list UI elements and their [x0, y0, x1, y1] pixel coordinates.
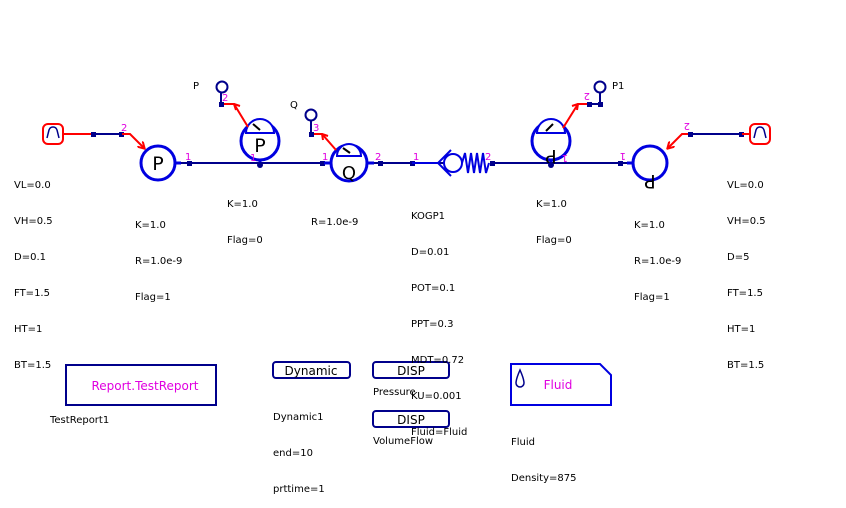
param: Flag=1: [634, 292, 670, 303]
source-left-params: VL=0.0 VH=0.5 D=0.1 FT=1.5 HT=1 BT=1.5: [14, 156, 53, 384]
source-right-params: VL=0.0 VH=0.5 D=5 FT=1.5 HT=1 BT=1.5: [727, 156, 766, 384]
param: R=1.0e-9: [311, 217, 359, 228]
param: KU=0.001: [411, 391, 462, 402]
fluid-title: Fluid: [544, 378, 573, 392]
disp-flow-block[interactable]: DISP: [372, 410, 450, 428]
param: MDT=0.72: [411, 355, 465, 366]
pump-right-params: K=1.0 R=1.0e-9 Flag=1: [634, 196, 681, 316]
disp-pressure-block[interactable]: DISP: [372, 361, 450, 379]
param: BT=1.5: [14, 360, 52, 371]
disp-pressure-caption: Pressure: [373, 387, 416, 398]
pressure-sensor-left-params: K=1.0 Flag=0: [227, 175, 263, 259]
signal-source-left[interactable]: [42, 123, 93, 145]
param: VL=0.0: [14, 180, 51, 191]
check-valve[interactable]: 1 2: [412, 149, 491, 177]
param: Flag=0: [536, 235, 572, 246]
dynamic-block[interactable]: Dynamic: [272, 361, 351, 379]
port-label: 1: [562, 152, 568, 163]
param: K=1.0: [536, 199, 567, 210]
signal-label-p1: P1: [612, 81, 625, 92]
dynamic-title: Dynamic: [285, 364, 338, 378]
pressure-sensor-right[interactable]: P 1 2: [530, 80, 607, 169]
param: Fluid: [511, 437, 535, 448]
param: K=1.0: [634, 220, 665, 231]
pressure-sensor-left[interactable]: P 1 2: [215, 80, 281, 169]
signal-label-p: P: [193, 81, 200, 92]
disp-title: DISP: [397, 364, 425, 378]
port-label: 2: [684, 120, 690, 131]
param: Density=875: [511, 473, 577, 484]
param: K=1.0: [135, 220, 166, 231]
port-label: 2: [121, 123, 127, 134]
report-title: Report.TestReport: [91, 379, 198, 393]
sensor-symbol: P: [545, 145, 556, 167]
port-label: 1: [413, 152, 419, 163]
param: KOGP1: [411, 211, 446, 222]
port-label: 1: [250, 153, 256, 164]
param: BT=1.5: [727, 360, 765, 371]
param: HT=1: [727, 324, 756, 335]
param: Dynamic1: [273, 412, 324, 423]
param: FT=1.5: [14, 288, 50, 299]
pump-symbol: P: [644, 170, 655, 192]
param: D=5: [727, 252, 750, 263]
schematic-canvas: 2 P 1 P 1 2 Q 1 2 3: [42, 80, 771, 428]
port-label: 2: [485, 152, 491, 163]
port-label: 1: [620, 150, 626, 161]
port-label: 2: [584, 90, 590, 101]
pressure-sensor-right-params: K=1.0 Flag=0: [536, 175, 572, 259]
param: VL=0.0: [727, 180, 764, 191]
param: end=10: [273, 448, 313, 459]
param: K=1.0: [227, 199, 258, 210]
dynamic-params: Dynamic1 end=10 prttime=1: [273, 388, 325, 508]
param: VH=0.5: [727, 216, 766, 227]
pump-left-params: K=1.0 R=1.0e-9 Flag=1: [135, 196, 182, 316]
signal-label-q: Q: [290, 100, 298, 111]
param: D=0.1: [14, 252, 46, 263]
report-caption: TestReport1: [50, 415, 110, 426]
sensor-symbol: Q: [342, 163, 356, 184]
port-label: 2: [375, 152, 381, 163]
fluid-params: Fluid Density=875: [511, 413, 576, 497]
disp-flow-caption: VolumeFlow: [373, 436, 434, 447]
report-block[interactable]: Report.TestReport: [65, 364, 217, 406]
disp-title: DISP: [397, 413, 425, 427]
port-label: 1: [185, 152, 191, 163]
fluid-block[interactable]: Fluid: [510, 363, 612, 406]
sensor-symbol: P: [254, 135, 265, 157]
port-label: 1: [322, 152, 328, 163]
param: R=1.0e-9: [634, 256, 682, 267]
param: Fluid=Fluid: [411, 427, 468, 438]
flow-sensor[interactable]: Q 1 2 3: [304, 108, 382, 185]
pump-left[interactable]: P 1: [139, 144, 191, 182]
port-label: 3: [313, 123, 319, 134]
param: prttime=1: [273, 484, 325, 495]
param: D=0.01: [411, 247, 450, 258]
param: PPT=0.3: [411, 319, 454, 330]
param: VH=0.5: [14, 216, 53, 227]
param: HT=1: [14, 324, 43, 335]
param: Flag=1: [135, 292, 171, 303]
flow-sensor-params: R=1.0e-9: [311, 193, 358, 241]
param: Flag=0: [227, 235, 263, 246]
signal-line-right[interactable]: 2: [668, 120, 744, 148]
pump-right[interactable]: P 1: [620, 144, 669, 192]
pump-symbol: P: [152, 153, 163, 175]
param: POT=0.1: [411, 283, 456, 294]
droplet-icon: [515, 368, 525, 388]
param: R=1.0e-9: [135, 256, 183, 267]
signal-line-left[interactable]: 2: [91, 123, 144, 148]
port-label: 2: [222, 93, 228, 104]
param: FT=1.5: [727, 288, 763, 299]
signal-source-right[interactable]: [742, 123, 771, 145]
check-valve-params: KOGP1 D=0.01 POT=0.1 PPT=0.3 MDT=0.72 KU…: [411, 187, 467, 451]
